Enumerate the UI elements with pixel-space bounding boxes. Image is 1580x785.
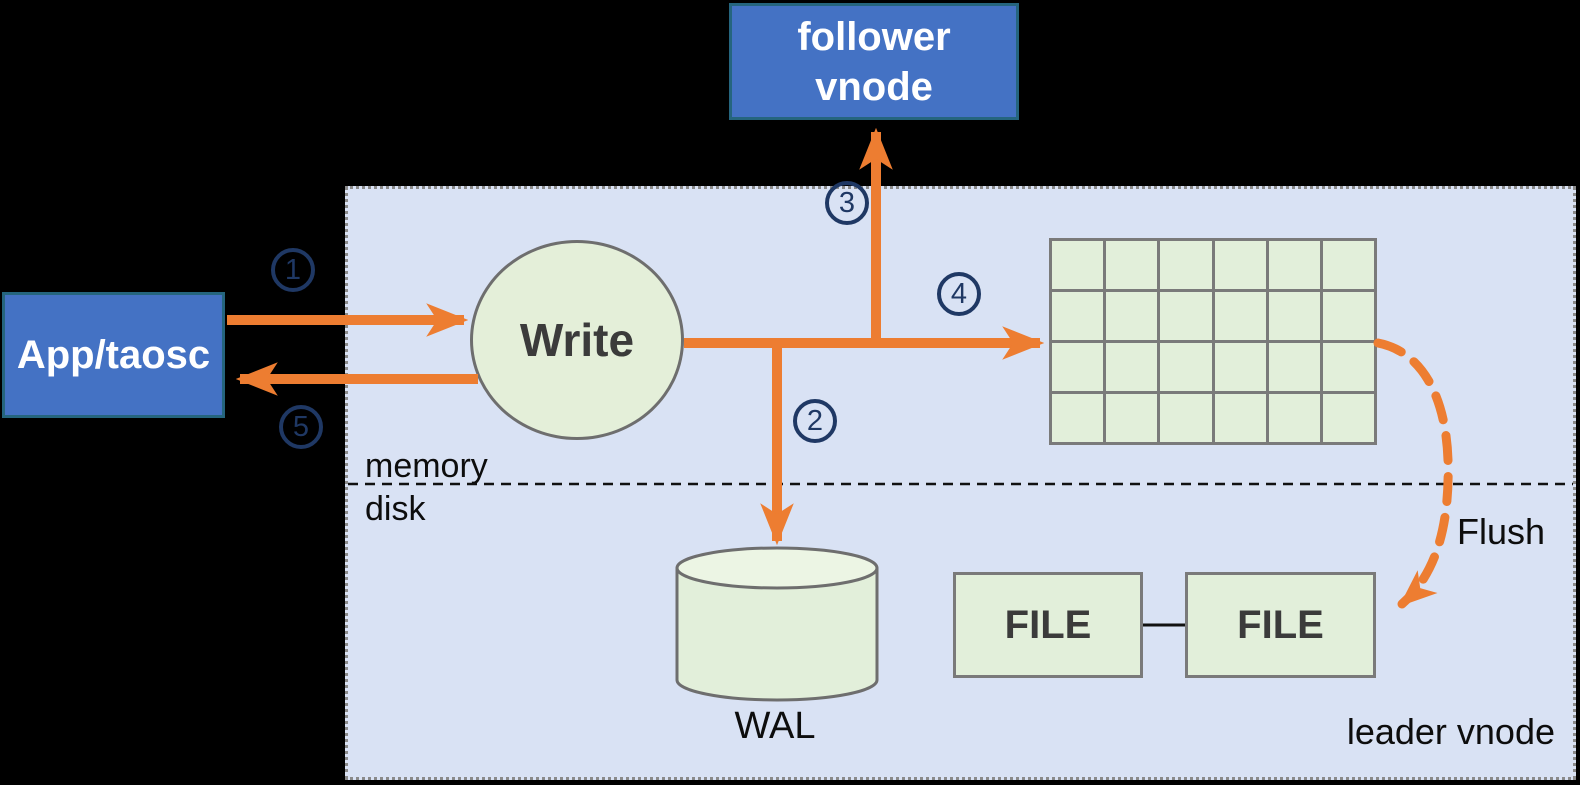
memtable-cell [1106,241,1158,289]
app-taosc-node: App/taosc [2,292,225,418]
memtable-cell [1160,343,1212,391]
memtable-cell [1322,292,1374,340]
memtable-cell [1160,241,1212,289]
step-3-badge: 3 [825,181,869,225]
app-taosc-label: App/taosc [16,332,211,377]
memtable-cell [1268,241,1320,289]
memtable-cell [1322,241,1374,289]
flush-label: Flush [1457,511,1546,552]
file-1-label: FILE [1004,602,1092,647]
step-4-badge: 4 [937,272,981,316]
memtable-cell [1160,292,1212,340]
memtable-cell [1322,343,1374,391]
memtable-cell [1106,343,1158,391]
follower-vnode-node: follower vnode [729,3,1019,120]
memtable-grid [1049,238,1377,445]
memtable-cell [1052,394,1104,442]
file-node-2: FILE [1185,572,1376,678]
step-1-badge: 1 [271,248,315,292]
memtable-cell [1214,292,1266,340]
file-2-label: FILE [1237,602,1324,647]
step-5-badge: 5 [279,405,323,449]
file-node-1: FILE [953,572,1143,678]
memory-label: memory [365,447,488,485]
write-label: Write [519,314,635,366]
memtable-cell [1268,292,1320,340]
leader-vnode-label: leader vnode [1346,711,1555,752]
wal-label: WAL [734,705,816,747]
memtable-cell [1052,292,1104,340]
write-node: Write [470,240,684,440]
memtable-cell [1106,394,1158,442]
memtable-cell [1214,343,1266,391]
memtable-cell [1052,241,1104,289]
memtable-cell [1322,394,1374,442]
step-2-badge: 2 [793,399,837,443]
memtable-cell [1052,343,1104,391]
memtable-cell [1268,394,1320,442]
memtable-cell [1160,394,1212,442]
memtable-cell [1106,292,1158,340]
memtable-cell [1214,241,1266,289]
disk-label: disk [365,490,426,528]
follower-vnode-label: follower vnode [797,14,951,109]
memtable-cell [1214,394,1266,442]
memtable-cell [1268,343,1320,391]
